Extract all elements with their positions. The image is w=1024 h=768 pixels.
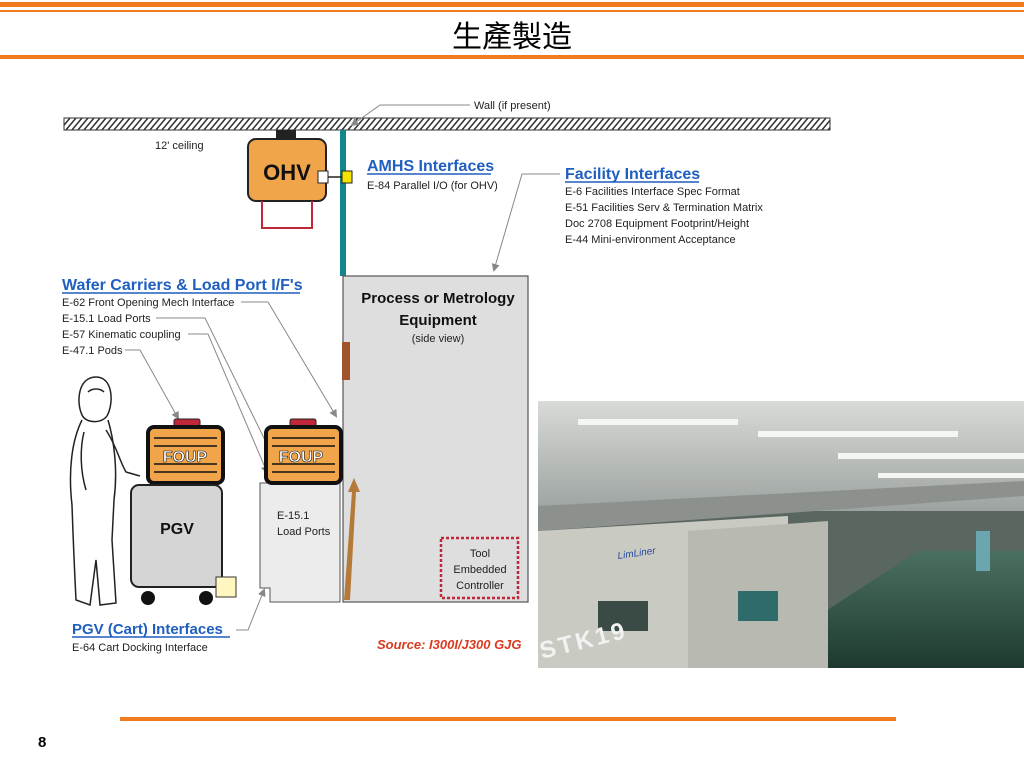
loadport-label: E-15.1 (277, 510, 309, 522)
controller-label: Tool (470, 548, 490, 560)
foup-label: FOUP (279, 449, 324, 466)
e151-pointer (156, 317, 289, 489)
rail-label: LimLiner (617, 546, 657, 562)
footer-rule (120, 717, 896, 721)
pgv-label: PGV (160, 521, 194, 538)
rail-beam (538, 481, 1024, 531)
wafer-item: E-57 Kinematic coupling (62, 329, 181, 341)
cart-wheel (199, 591, 213, 605)
ceiling (63, 117, 831, 131)
equipment-body (342, 275, 529, 603)
controller-label: Embedded (453, 564, 506, 576)
equipment-subtitle: (side view) (412, 333, 465, 345)
wall-pillar (340, 130, 346, 276)
docking-plate (215, 576, 237, 598)
operator-figure (69, 376, 141, 607)
tool-window (598, 601, 648, 631)
service-panel (342, 342, 350, 380)
e57-pointer (188, 333, 269, 474)
page-number: 8 (38, 734, 47, 751)
controller-label: Controller (456, 580, 504, 592)
equipment-title: Equipment (399, 312, 477, 329)
pio-sensor (341, 170, 353, 184)
cart-wheel (141, 591, 155, 605)
facility-item: E-6 Facilities Interface Spec Format (565, 186, 740, 198)
ohv-mount (276, 130, 296, 140)
wall-pointer (350, 104, 470, 127)
controller-box (439, 536, 520, 600)
pgv-cart (130, 484, 223, 588)
wafer-item: E-62 Front Opening Mech Interface (62, 297, 234, 309)
wafer-title: Wafer Carriers & Load Port I/F's (62, 277, 303, 294)
operator-photo (976, 531, 990, 571)
amhs-item: E-84 Parallel I/O (for OHV) (367, 180, 498, 192)
loadport-label: Load Ports (277, 526, 331, 538)
source-credit: Source: I300I/J300 GJG (377, 637, 522, 652)
facility-item: E-44 Mini-environment Acceptance (565, 234, 736, 246)
wafer-item: E-15.1 Load Ports (62, 313, 151, 325)
slide-title: 生產製造 (452, 20, 572, 55)
wall-label: Wall (if present) (474, 100, 551, 112)
fab-photo: LimLiner STK19 (538, 401, 1024, 668)
header-rule-thin (0, 10, 1024, 12)
header-rule-bottom (0, 55, 1024, 59)
ceiling-label: 12' ceiling (155, 140, 204, 152)
e47-pointer (125, 349, 179, 420)
pgv-cart-title: PGV (Cart) Interfaces (72, 621, 223, 638)
facility-item: Doc 2708 Equipment Footprint/Height (565, 218, 749, 230)
pgv-cart-item: E-64 Cart Docking Interface (72, 642, 208, 654)
foup-label: FOUP (163, 449, 208, 466)
facility-pointer (491, 173, 560, 272)
ohv-vehicle (247, 138, 327, 202)
pgv-cart-pointer (236, 588, 266, 631)
ohv-label: OHV (263, 160, 311, 185)
load-arrow (344, 478, 360, 600)
ohv-gripper (261, 201, 313, 229)
facility-item: E-51 Facilities Serv & Termination Matri… (565, 202, 763, 214)
amhs-title: AMHS Interfaces (367, 158, 494, 175)
tool-window (738, 591, 778, 621)
ohv-port (317, 170, 329, 184)
load-port (259, 482, 341, 603)
e62-pointer (241, 301, 338, 418)
foup-loadport (264, 425, 343, 485)
wafer-item: E-47.1 Pods (62, 345, 123, 357)
equipment-title: Process or Metrology (361, 290, 515, 307)
facility-title: Facility Interfaces (565, 166, 700, 183)
header-rule-top (0, 2, 1024, 7)
foup-cart (146, 425, 225, 485)
